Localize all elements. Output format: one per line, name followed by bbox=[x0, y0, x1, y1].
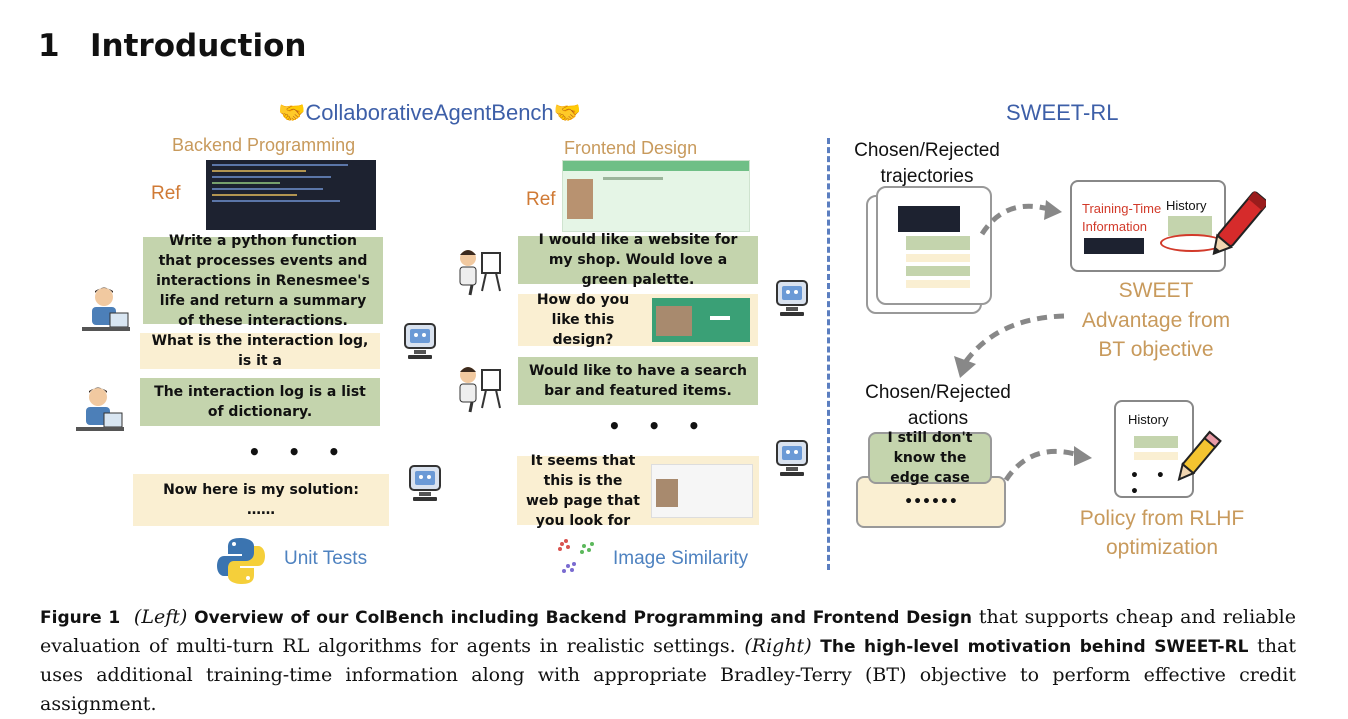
history-label-1: History bbox=[1166, 198, 1207, 213]
backend-ref-label: Ref bbox=[151, 183, 181, 204]
human-user-icon bbox=[80, 283, 132, 335]
image-similarity-label: Image Similarity bbox=[613, 548, 749, 569]
frontend-label: Frontend Design bbox=[564, 138, 698, 158]
human-user-icon bbox=[74, 383, 126, 435]
arrow-to-policy bbox=[1003, 446, 1092, 482]
webpage-result-image bbox=[651, 464, 753, 518]
backend-user-msg-1: Write a python function that processes e… bbox=[143, 233, 383, 329]
designer-user-icon bbox=[452, 245, 504, 297]
robot-agent-icon bbox=[774, 278, 810, 318]
policy-label: Policy from RLHF optimization bbox=[1079, 507, 1245, 559]
section-title: Introduction bbox=[90, 28, 307, 64]
training-scroll: Training-Time Information History bbox=[1070, 180, 1226, 272]
backend-agent-msg-1: What is the interaction log, is it a bbox=[140, 333, 380, 369]
caption-left-text: that supports cheap and reliable evaluat… bbox=[40, 606, 1296, 657]
chosen-actions-label: Chosen/Rejected actions bbox=[865, 382, 1011, 429]
arrow-to-training bbox=[979, 200, 1062, 236]
sweet-description: Advantage from BT objective bbox=[1081, 309, 1231, 361]
backend-ref-code-image bbox=[206, 160, 376, 230]
pencil-icon bbox=[1172, 428, 1222, 488]
action-chosen-card: I still don't know the edge case bbox=[868, 430, 992, 486]
python-logo-icon bbox=[216, 536, 266, 586]
caption-right-tag: (Right) bbox=[744, 635, 812, 657]
designer-user-icon bbox=[452, 362, 504, 414]
frontend-agent-msg-1: How do you like this design? bbox=[518, 292, 758, 348]
caption-left-bold: Overview of our ColBench including Backe… bbox=[194, 608, 973, 628]
backend-solution-line: Now here is my solution: bbox=[163, 482, 359, 498]
arrow-to-actions bbox=[954, 313, 1065, 378]
history-label-2: History bbox=[1128, 412, 1169, 427]
frontend-user-msg-1: I would like a website for my shop. Woul… bbox=[518, 232, 758, 288]
sweet-label: SWEET bbox=[1118, 279, 1194, 302]
caption-left-tag: (Left) bbox=[133, 606, 188, 628]
red-pen-icon bbox=[1208, 186, 1269, 266]
robot-agent-icon bbox=[402, 321, 438, 361]
frontend-agent-msg-1-text: How do you like this design? bbox=[536, 292, 630, 348]
backend-user-msg-2: The interaction log is a list of diction… bbox=[140, 378, 380, 426]
bench-title: 🤝CollaborativeAgentBench🤝 bbox=[278, 100, 582, 125]
backend-label: Backend Programming bbox=[172, 135, 356, 155]
scatter-similarity-icon bbox=[554, 536, 600, 578]
trajectory-card bbox=[876, 186, 992, 305]
unit-tests-label: Unit Tests bbox=[284, 548, 368, 569]
backend-agent-msg-2: Now here is my solution: …… bbox=[133, 474, 389, 526]
caption-right-bold: The high-level motivation behind SWEET-R… bbox=[820, 637, 1249, 657]
scroll-ellipsis: • • • bbox=[1130, 468, 1171, 500]
section-number: 1 bbox=[38, 28, 60, 64]
chosen-trajectories-label: Chosen/Rejected trajectories bbox=[854, 140, 1000, 187]
frontend-agent-msg-2: It seems that this is the web page that … bbox=[517, 452, 759, 529]
design-preview-image bbox=[652, 298, 750, 342]
sweet-rl-title: SWEET-RL bbox=[1006, 100, 1119, 125]
frontend-user-msg-2: Would like to have a search bar and feat… bbox=[518, 357, 758, 405]
backend-ellipsis: • • • bbox=[248, 440, 351, 464]
caption-figure-number: Figure 1 bbox=[40, 608, 121, 628]
backend-solution-ellipsis: …… bbox=[247, 502, 275, 518]
robot-agent-icon bbox=[407, 463, 443, 503]
robot-agent-icon bbox=[774, 438, 810, 478]
frontend-ellipsis: • • • bbox=[608, 414, 711, 438]
frontend-ref-webpage-image bbox=[562, 160, 750, 232]
policy-scroll: History • • • bbox=[1114, 400, 1194, 500]
training-time-info-label: Training-Time Information bbox=[1082, 201, 1162, 234]
frontend-ref-label: Ref bbox=[526, 189, 556, 210]
frontend-agent-msg-2-text: It seems that this is the web page that … bbox=[526, 452, 640, 529]
figure-caption: Figure 1 (Left) Overview of our ColBench… bbox=[40, 603, 1296, 719]
panel-divider bbox=[827, 138, 830, 570]
caption-right-text: that uses additional training-time infor… bbox=[40, 635, 1296, 715]
